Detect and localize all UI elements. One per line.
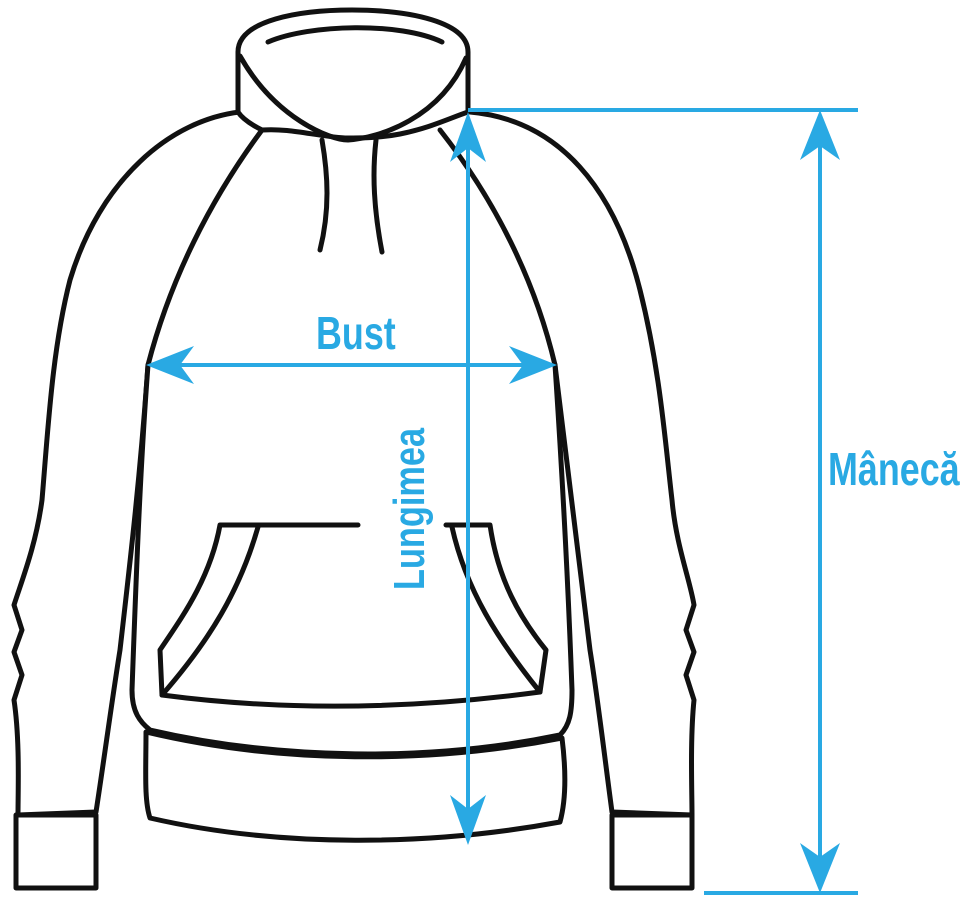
pocket-right-opening — [449, 524, 543, 695]
hood-top-line — [265, 25, 445, 45]
hood — [235, 7, 471, 141]
right-raglan-seam — [437, 127, 558, 368]
sleeve-measure-arrow — [468, 108, 858, 895]
left-raglan-seam — [145, 127, 265, 368]
right-drawstring — [371, 137, 385, 255]
right-cuff — [609, 812, 695, 891]
length-label: Lungimea — [385, 427, 434, 590]
hood-rim — [237, 53, 469, 143]
left-drawstring — [317, 137, 330, 253]
left-cuff — [13, 812, 99, 891]
hoodie-body — [129, 362, 575, 757]
length-measure-arrow — [450, 112, 486, 845]
bust-measure-arrow — [146, 346, 557, 384]
sleeve-label: Mânecă — [828, 443, 960, 495]
bust-label: Bust — [316, 307, 396, 359]
left-sleeve — [11, 109, 243, 818]
kangaroo-pocket — [157, 522, 549, 709]
pocket-left-opening — [159, 524, 261, 698]
right-sleeve — [467, 109, 697, 818]
